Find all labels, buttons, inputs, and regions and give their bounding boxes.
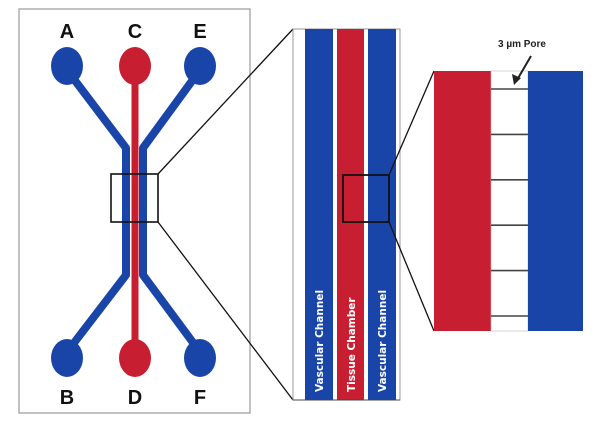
- vascular-channel-left-band: [305, 29, 333, 400]
- channel-cross-section: Vascular Channel Tissue Chamber Vascular…: [292, 28, 401, 401]
- zoom-connector-top: [157, 28, 294, 175]
- pore-arrow-shaft: [516, 55, 532, 81]
- tissue-chamber-band: [337, 29, 364, 400]
- pore-arrow-head: [512, 74, 521, 85]
- membrane-gap: [490, 70, 529, 332]
- vascular-channel-right-label: Vascular Channel: [377, 290, 389, 392]
- pore-label: 3 µm Pore: [498, 39, 546, 50]
- port-label-b: B: [60, 387, 74, 409]
- port-e: [184, 47, 216, 85]
- port-label-f: F: [194, 387, 206, 409]
- vascular-channel-left: [63, 66, 130, 356]
- membrane-connector-bottom: [388, 221, 435, 332]
- port-label-e: E: [193, 21, 206, 43]
- port-d: [119, 339, 151, 377]
- membrane-zoom-box: [342, 174, 390, 223]
- tissue-chamber-label: Tissue Chamber: [346, 297, 358, 392]
- vascular-side: [528, 71, 583, 331]
- port-c: [119, 47, 151, 85]
- membrane-connector-top: [388, 70, 435, 176]
- zoom-connector-bottom: [157, 221, 294, 401]
- vascular-channel-right: [139, 66, 204, 356]
- port-label-d: D: [128, 387, 142, 409]
- vascular-channel-right-band: [368, 29, 396, 400]
- chip-zoom-box: [110, 173, 159, 223]
- port-label-c: C: [128, 21, 142, 43]
- port-b: [51, 339, 83, 377]
- tissue-side: [434, 71, 491, 331]
- membrane-detail: [434, 70, 583, 332]
- port-a: [51, 47, 83, 85]
- port-label-a: A: [60, 21, 74, 43]
- vascular-channel-left-label: Vascular Channel: [314, 290, 326, 392]
- port-f: [184, 339, 216, 377]
